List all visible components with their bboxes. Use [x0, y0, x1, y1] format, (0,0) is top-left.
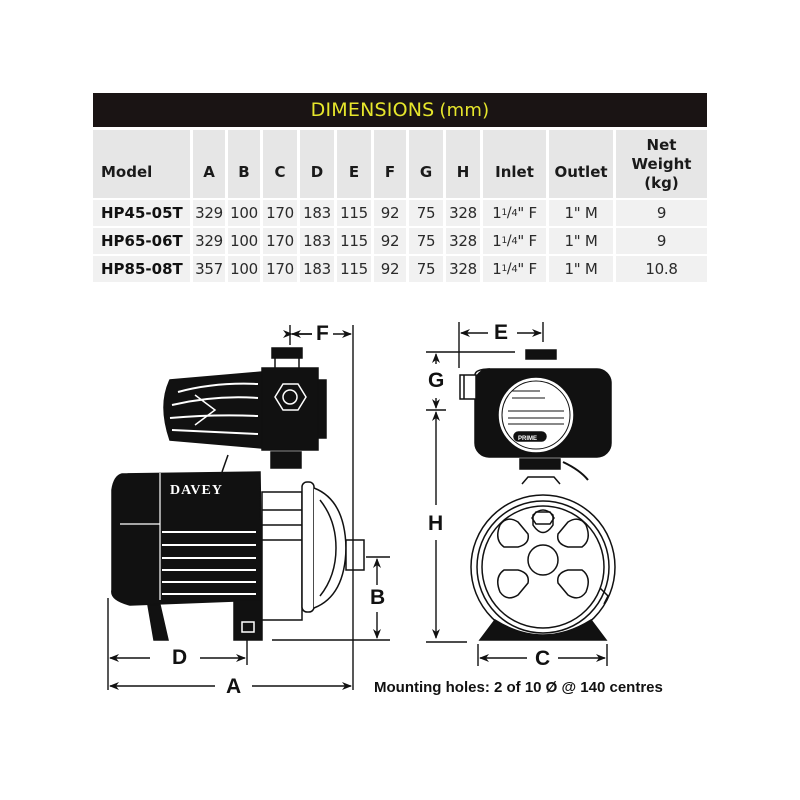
cell-e: 115 [337, 256, 371, 282]
cell-g: 75 [409, 228, 443, 254]
cell-h: 328 [446, 228, 480, 254]
cell-c: 170 [263, 256, 297, 282]
inlet-whole: 1 [492, 260, 502, 278]
cell-weight: 10.8 [616, 256, 707, 282]
cell-model: HP45-05T [93, 200, 190, 226]
dimension-label-a: A [226, 675, 242, 698]
cell-g: 75 [409, 200, 443, 226]
header-model: Model [93, 130, 190, 198]
casing-windows [497, 518, 589, 599]
cell-weight: 9 [616, 200, 707, 226]
front-dimensions [426, 322, 608, 666]
dimensions-table: DIMENSIONS (mm) Model A B C D E F G H In… [93, 93, 707, 282]
controller-side [163, 347, 327, 473]
cell-weight: 9 [616, 228, 707, 254]
header-a: A [193, 130, 225, 198]
header-outlet: Outlet [549, 130, 613, 198]
cell-f: 92 [374, 228, 406, 254]
cell-outlet: 1" M [549, 228, 613, 254]
cell-b: 100 [228, 256, 260, 282]
header-weight-line1: Net [646, 135, 677, 154]
header-h: H [446, 130, 480, 198]
inlet-whole: 1 [492, 204, 502, 222]
cell-d: 183 [300, 256, 334, 282]
header-inlet: Inlet [483, 130, 546, 198]
pump-side-view: DAVEY [111, 347, 365, 641]
cell-e: 115 [337, 200, 371, 226]
header-e: E [337, 130, 371, 198]
inlet-suffix: " F [517, 260, 537, 278]
prime-button-label: PRIME [518, 436, 537, 442]
inlet-numerator: 1 [501, 208, 507, 218]
cell-d: 183 [300, 200, 334, 226]
inlet-denominator: 4 [511, 263, 518, 275]
cell-a: 329 [193, 228, 225, 254]
cell-model: HP65-06T [93, 228, 190, 254]
cell-outlet: 1" M [549, 200, 613, 226]
inlet-suffix: " F [517, 232, 537, 250]
cell-f: 92 [374, 256, 406, 282]
cell-e: 115 [337, 228, 371, 254]
inlet-suffix: " F [517, 204, 537, 222]
pump-front-view: PRIME [459, 349, 616, 641]
dimension-label-h: H [428, 512, 444, 535]
header-g: G [409, 130, 443, 198]
mounting-holes-note: Mounting holes: 2 of 10 Ø @ 140 centres [374, 679, 663, 696]
side-dimensions [107, 325, 390, 690]
dimension-label-g: G [428, 369, 445, 392]
inlet-denominator: 4 [511, 235, 518, 247]
cell-a: 357 [193, 256, 225, 282]
inlet-whole: 1 [492, 232, 502, 250]
cell-a: 329 [193, 200, 225, 226]
cell-d: 183 [300, 228, 334, 254]
table-title-unit: (mm) [439, 99, 490, 121]
table-title-text: DIMENSIONS [310, 99, 435, 121]
dimension-label-b: B [370, 586, 386, 609]
cell-f: 92 [374, 200, 406, 226]
cell-b: 100 [228, 228, 260, 254]
cell-b: 100 [228, 200, 260, 226]
cell-outlet: 1" M [549, 256, 613, 282]
cell-c: 170 [263, 200, 297, 226]
cell-c: 170 [263, 228, 297, 254]
cell-h: 328 [446, 200, 480, 226]
motor-side [111, 471, 263, 641]
dimension-label-d: D [172, 646, 188, 669]
header-weight-line3: (kg) [644, 173, 679, 192]
cell-h: 328 [446, 256, 480, 282]
dimension-label-c: C [535, 647, 551, 670]
header-f: F [374, 130, 406, 198]
inlet-denominator: 4 [511, 207, 518, 219]
table-grid: Model A B C D E F G H Inlet Outlet Net W… [93, 130, 707, 282]
header-net-weight: Net Weight (kg) [616, 130, 707, 198]
header-weight-line2: Weight [631, 154, 692, 173]
inlet-numerator: 1 [501, 236, 507, 246]
inlet-numerator: 1 [501, 264, 507, 274]
pump-head-side [261, 481, 365, 621]
table-title: DIMENSIONS (mm) [93, 93, 707, 127]
cell-model: HP85-08T [93, 256, 190, 282]
dimension-label-f: F [316, 322, 329, 345]
header-d: D [300, 130, 334, 198]
brand-logo: DAVEY [170, 483, 223, 498]
header-b: B [228, 130, 260, 198]
cell-g: 75 [409, 256, 443, 282]
header-c: C [263, 130, 297, 198]
dimension-label-e: E [494, 321, 509, 344]
